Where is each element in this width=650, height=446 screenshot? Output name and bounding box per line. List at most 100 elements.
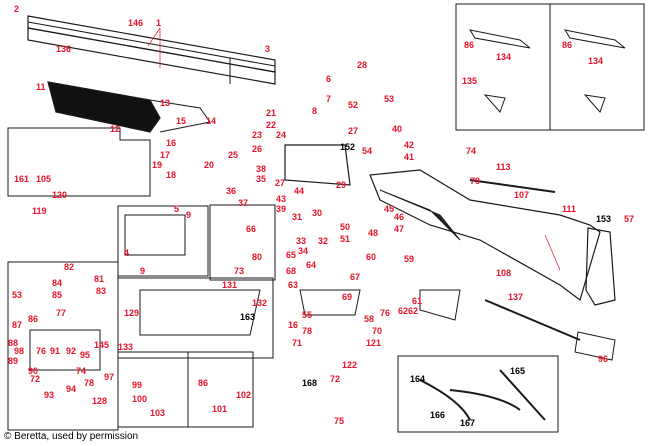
part-label[interactable]: 98 <box>14 346 25 356</box>
part-label[interactable]: 46 <box>394 212 405 222</box>
part-label[interactable]: 82 <box>64 262 75 272</box>
part-label[interactable]: 132 <box>252 298 268 308</box>
part-label[interactable]: 107 <box>514 190 530 200</box>
part-label[interactable]: 93 <box>44 390 55 400</box>
part-label[interactable]: 80 <box>252 252 263 262</box>
part-label[interactable]: 43 <box>276 194 287 204</box>
part-label[interactable]: 103 <box>150 408 166 418</box>
part-label[interactable]: 21 <box>266 108 277 118</box>
part-label[interactable]: 105 <box>36 174 52 184</box>
part-label[interactable]: 79 <box>470 176 481 186</box>
part-label[interactable]: 91 <box>50 346 61 356</box>
part-label[interactable]: 48 <box>368 228 379 238</box>
part-label[interactable]: 14 <box>206 116 217 126</box>
part-label[interactable]: 69 <box>342 292 353 302</box>
part-label[interactable]: 22 <box>266 120 277 130</box>
part-label[interactable]: 99 <box>132 380 143 390</box>
part-label[interactable]: 26 <box>252 144 263 154</box>
part-label[interactable]: 95 <box>80 350 91 360</box>
part-label[interactable]: 7 <box>326 94 332 104</box>
part-label[interactable]: 84 <box>52 278 63 288</box>
part-label[interactable]: 135 <box>462 76 478 86</box>
part-label[interactable]: 1 <box>156 18 162 28</box>
part-label[interactable]: 58 <box>364 314 375 324</box>
part-label[interactable]: 32 <box>318 236 329 246</box>
part-label[interactable]: 12 <box>110 124 121 134</box>
part-label[interactable]: 111 <box>562 204 577 214</box>
part-label[interactable]: 74 <box>76 366 87 376</box>
part-label[interactable]: 59 <box>404 254 415 264</box>
part-label[interactable]: 128 <box>92 396 108 406</box>
part-label[interactable]: 55 <box>302 310 313 320</box>
part-label[interactable]: 76 <box>380 308 391 318</box>
part-label[interactable]: 146 <box>128 18 144 28</box>
part-label[interactable]: 78 <box>302 326 313 336</box>
part-label[interactable]: 57 <box>624 214 635 224</box>
part-label[interactable]: 11 <box>36 82 46 92</box>
part-label[interactable]: 134 <box>496 52 512 62</box>
part-label[interactable]: 86 <box>562 40 573 50</box>
part-label[interactable]: 168 <box>302 378 318 388</box>
part-label[interactable]: 71 <box>292 338 303 348</box>
part-label[interactable]: 35 <box>256 174 267 184</box>
part-label[interactable]: 45 <box>384 204 395 214</box>
part-label[interactable]: 133 <box>118 342 134 352</box>
part-label[interactable]: 61 <box>412 296 423 306</box>
part-label[interactable]: 51 <box>340 234 351 244</box>
part-label[interactable]: 20 <box>204 160 215 170</box>
part-label[interactable]: 4 <box>124 248 130 258</box>
part-label[interactable]: 166 <box>430 410 446 420</box>
part-label[interactable]: 18 <box>166 170 177 180</box>
part-label[interactable]: 66 <box>246 224 257 234</box>
part-label[interactable]: 72 <box>30 374 41 384</box>
part-label[interactable]: 60 <box>366 252 377 262</box>
part-label[interactable]: 75 <box>334 416 345 426</box>
part-label[interactable]: 28 <box>357 60 368 70</box>
part-label[interactable]: 165 <box>510 366 526 376</box>
part-label[interactable]: 6 <box>326 74 332 84</box>
part-label[interactable]: 100 <box>132 394 148 404</box>
part-label[interactable]: 121 <box>366 338 382 348</box>
part-label[interactable]: 88 <box>8 338 19 348</box>
part-label[interactable]: 78 <box>84 378 95 388</box>
part-label[interactable]: 136 <box>56 44 72 54</box>
part-label[interactable]: 29 <box>336 180 347 190</box>
part-label[interactable]: 31 <box>292 212 303 222</box>
part-label[interactable]: 89 <box>8 356 19 366</box>
part-label[interactable]: 16 <box>166 138 177 148</box>
part-label[interactable]: 122 <box>342 360 358 370</box>
part-label[interactable]: 94 <box>66 384 77 394</box>
part-label[interactable]: 13 <box>160 98 171 108</box>
part-label[interactable]: 50 <box>340 222 351 232</box>
part-label[interactable]: 53 <box>12 290 23 300</box>
part-label[interactable]: 67 <box>350 272 361 282</box>
part-label[interactable]: 30 <box>312 208 323 218</box>
part-label[interactable]: 96 <box>598 354 609 364</box>
part-label[interactable]: 9 <box>186 210 192 220</box>
part-label[interactable]: 40 <box>392 124 403 134</box>
part-label[interactable]: 52 <box>348 100 359 110</box>
part-label[interactable]: 131 <box>222 280 238 290</box>
part-label[interactable]: 44 <box>294 186 305 196</box>
part-label[interactable]: 41 <box>404 152 415 162</box>
part-label[interactable]: 37 <box>238 198 249 208</box>
part-label[interactable]: 153 <box>596 214 612 224</box>
part-label[interactable]: 120 <box>52 190 68 200</box>
part-label[interactable]: 34 <box>298 246 309 256</box>
part-label[interactable]: 102 <box>236 390 252 400</box>
part-label[interactable]: 97 <box>104 372 115 382</box>
part-label[interactable]: 83 <box>96 286 107 296</box>
part-label[interactable]: 24 <box>276 130 287 140</box>
part-label[interactable]: 36 <box>226 186 237 196</box>
part-label[interactable]: 63 <box>288 280 299 290</box>
part-label[interactable]: 113 <box>496 162 511 172</box>
part-label[interactable]: 137 <box>508 292 524 302</box>
part-label[interactable]: 81 <box>94 274 105 284</box>
part-label[interactable]: 86 <box>198 378 209 388</box>
part-label[interactable]: 86 <box>464 40 475 50</box>
part-label[interactable]: 72 <box>330 374 341 384</box>
part-label[interactable]: 8 <box>312 106 318 116</box>
part-label[interactable]: 27 <box>275 178 286 188</box>
part-label[interactable]: 70 <box>372 326 383 336</box>
part-label[interactable]: 27 <box>348 126 359 136</box>
